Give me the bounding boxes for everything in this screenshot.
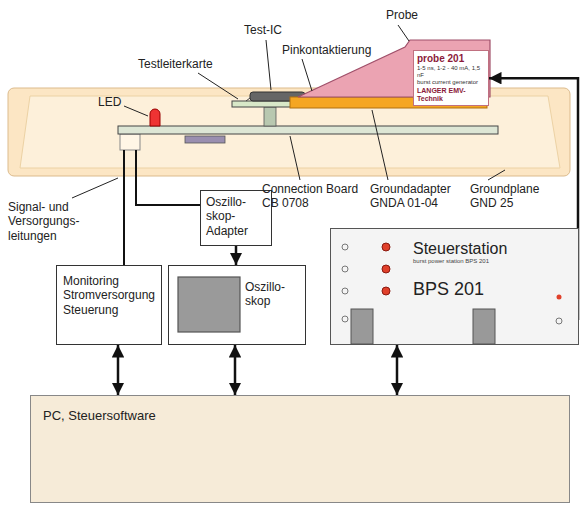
- part-label: Pinkontaktierung: [282, 43, 392, 57]
- connector-arrow: [235, 246, 238, 265]
- monitoring-cable: [123, 150, 125, 265]
- scope-screen: [178, 277, 240, 332]
- process-box: PC, Steuersoftware: [30, 395, 570, 503]
- panel-icon: [342, 266, 348, 272]
- led: [150, 109, 160, 126]
- connector-arrow: [117, 345, 120, 395]
- station-foot: [351, 309, 373, 344]
- node-text: Steuerstation: [413, 239, 570, 258]
- leader-line: [302, 59, 312, 91]
- leader-lines: [72, 25, 505, 198]
- groundplane-inner: [20, 96, 560, 168]
- connector-arrow: [234, 345, 237, 395]
- output-socket: [556, 318, 562, 324]
- part-label: Testleiterkarte: [138, 57, 238, 71]
- connector-arrow: [396, 345, 399, 395]
- part-label: LED: [98, 95, 128, 109]
- indicator-led: [382, 287, 390, 295]
- panel-icon: [342, 288, 348, 294]
- part-label: Test-IC: [244, 23, 304, 37]
- connection-board: [118, 126, 498, 134]
- node-text: BPS 201: [413, 279, 570, 301]
- board-connector: [120, 134, 140, 150]
- cables: [124, 150, 200, 265]
- process-box: Oszillo- skop- Adapter: [200, 190, 272, 246]
- node-text: LANGER EMV-Technik: [417, 87, 485, 104]
- node-text: Monitoring Stromversorgung Steuerung: [63, 274, 155, 317]
- board-component: [185, 136, 225, 143]
- part-label: Groundplane GND 25: [470, 182, 560, 211]
- leader-line: [290, 136, 300, 180]
- node-text: Oszillo- skop- Adapter: [206, 195, 266, 238]
- probe-label: probe 2011-5 ns, 1-2 - 40 mA, 1,5 nFburs…: [413, 50, 489, 106]
- part-label: Signal- und Versorgungs- leitungen: [8, 200, 90, 243]
- scope-screen: [169, 266, 301, 346]
- part-label: Probe: [386, 8, 446, 22]
- indicator-led: [557, 295, 562, 300]
- process-box: Oszillo- skop: [168, 265, 306, 345]
- leader-line: [72, 178, 118, 198]
- leader-line: [124, 106, 148, 116]
- process-box: Monitoring Stromversorgung Steuerung: [56, 265, 162, 345]
- node-text: probe 201: [417, 53, 485, 65]
- node-text: PC, Steuersoftware: [43, 408, 557, 424]
- panel-icon: [342, 244, 348, 250]
- indicator-led: [382, 265, 390, 273]
- part-label: Connection Board CB 0708: [262, 182, 364, 211]
- leader-line: [372, 110, 388, 180]
- node-text: burst current generator: [417, 79, 485, 86]
- node-text: burst power station BPS 201: [413, 258, 570, 265]
- control-station: Steuerstationburst power station BPS 201…: [330, 228, 579, 345]
- contact-pillar: [264, 107, 276, 126]
- panel-icon: [342, 316, 348, 322]
- scope-adapter-cable: [136, 150, 200, 205]
- node-text: 1-5 ns, 1-2 - 40 mA, 1,5 nF: [417, 65, 485, 79]
- leader-line: [198, 73, 238, 99]
- station-foot: [473, 309, 495, 344]
- indicator-led: [382, 243, 390, 251]
- leader-line: [488, 170, 505, 180]
- leader-line: [266, 40, 271, 90]
- part-label: Groundadapter GNDA 01-04: [370, 182, 462, 211]
- node-text: Oszillo- skop: [245, 280, 299, 309]
- leader-line: [398, 25, 409, 41]
